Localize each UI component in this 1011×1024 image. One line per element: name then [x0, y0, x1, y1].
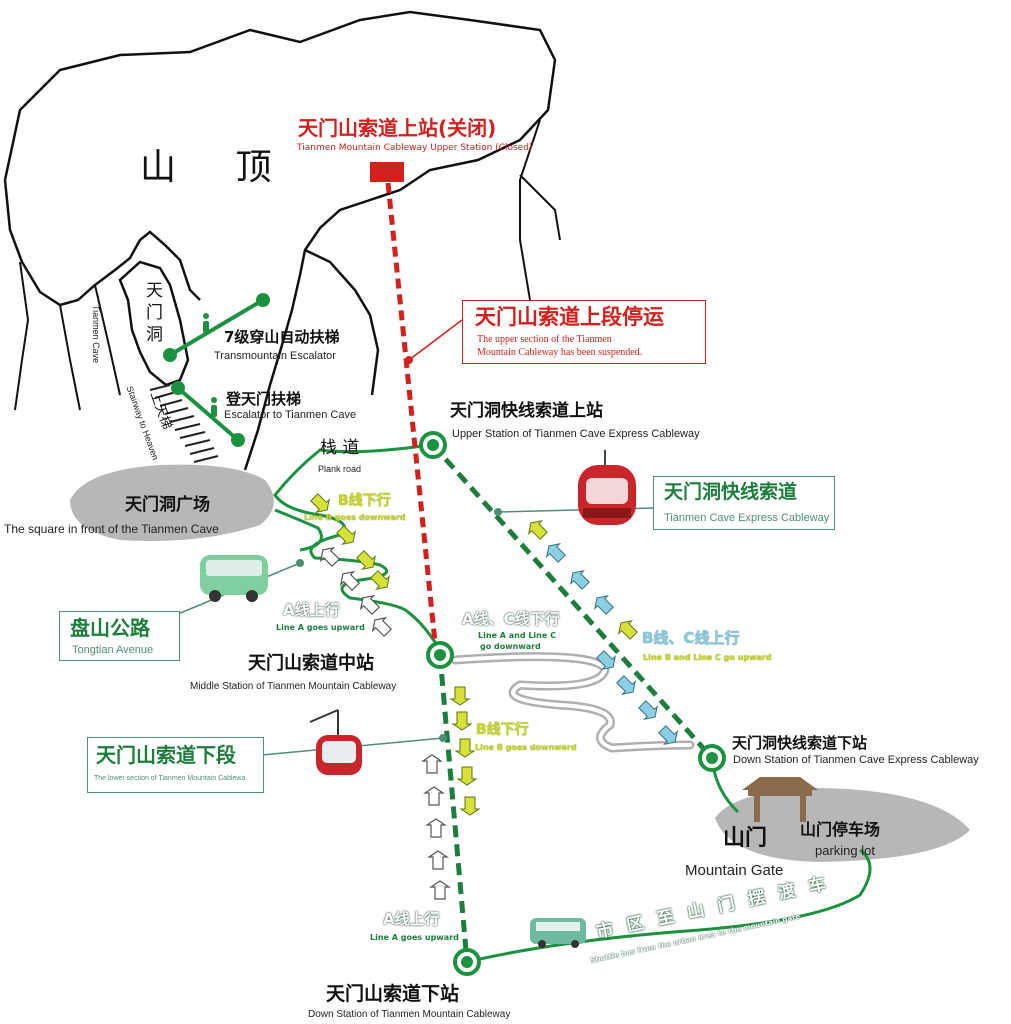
square-cn: 天门洞广场 — [125, 495, 210, 515]
down-station-cn: 天门山索道下站 — [326, 983, 460, 1005]
upper-station-en: Tianmen Mountain Cableway Upper Station … — [297, 143, 533, 153]
express-down-cn: 天门洞快线索道下站 — [732, 734, 868, 752]
line-b-down-bottom-cn: B线下行 — [476, 722, 529, 738]
line-ac-down-en1: Line A and Line C — [478, 631, 556, 640]
person-icon — [203, 313, 217, 417]
line-a-up-bottom-en: Line A goes upward — [370, 933, 459, 942]
middle-station-cn: 天门山索道中站 — [248, 653, 374, 674]
escalator-lines — [168, 298, 265, 442]
plank-road-en: Plank road — [318, 464, 362, 474]
lower-section-cn: 天门山索道下段 — [96, 743, 236, 767]
line-a-up-bottom-cn: A线上行 — [383, 910, 440, 928]
tianmen-cave-cn: 天门洞 — [146, 281, 163, 345]
arrows-blue — [545, 542, 679, 746]
cliff-outline-left — [14, 261, 121, 411]
line-a-up-top-cn: A线上行 — [283, 601, 340, 619]
arrows-yellow — [310, 493, 638, 816]
cable-car-icon — [309, 709, 362, 775]
suspended-en2: Mountain Cableway has been suspended. — [477, 347, 643, 358]
mountain-gate-cn: 山门 — [723, 826, 768, 851]
bus-icon — [200, 555, 268, 602]
shuttle-van-icon — [530, 918, 586, 948]
station-dots — [419, 431, 726, 976]
stairway-steps — [149, 384, 219, 463]
suspended-notice: 天门山索道上段停运 The upper section of the Tianm… — [462, 300, 706, 364]
cliff-outline-right — [519, 119, 561, 301]
gate-icon — [742, 777, 818, 822]
express-cableway-box: 天门洞快线索道 Tianmen Cave Express Cableway — [653, 476, 835, 530]
line-ac-down-en2: go downward — [480, 642, 541, 651]
line-a-up-top-en: Line A goes upward — [276, 623, 365, 632]
upper-station-cn: 天门山索道上站(关闭) — [298, 116, 497, 140]
tongtian-en: Tongtian Avenue — [72, 644, 154, 656]
mountain-gate-en: Mountain Gate — [685, 862, 784, 879]
leader-lines — [177, 507, 656, 756]
line-ac-down-cn: A线、C线下行 — [462, 610, 560, 628]
suspended-en1: The upper section of the Tianmen — [477, 334, 612, 345]
upper-station-marker — [370, 162, 404, 182]
transmountain-escalator-en: Transmountain Escalator — [214, 350, 336, 362]
express-cableway-en: Tianmen Cave Express Cableway — [664, 512, 830, 524]
parking-en: parking lot — [815, 843, 875, 858]
upper-cableway-suspended — [385, 182, 439, 653]
transmountain-escalator-cn: 7级穿山自动扶梯 — [224, 328, 340, 346]
suspended-cn: 天门山索道上段停运 — [475, 305, 664, 329]
line-b-down-top-cn: B线下行 — [338, 493, 391, 509]
express-upper-en: Upper Station of Tianmen Cave Express Ca… — [452, 428, 700, 440]
line-bc-up-cn: B线、C线上行 — [642, 629, 740, 647]
escalator-to-cave-cn: 登天门扶梯 — [226, 390, 302, 408]
tongtian-cn: 盘山公路 — [70, 616, 150, 640]
express-cableway-line — [431, 443, 714, 760]
lower-section-box: 天门山索道下段 The lower section of Tianmen Mou… — [87, 737, 264, 793]
down-station-en: Down Station of Tianmen Mountain Cablewa… — [308, 1009, 511, 1020]
gate-platform — [715, 788, 970, 862]
summit-label: 山 顶 — [140, 147, 296, 188]
parking-cn: 山门停车场 — [800, 820, 881, 839]
express-upper-cn: 天门洞快线索道上站 — [450, 401, 603, 421]
express-cableway-cn: 天门洞快线索道 — [664, 481, 798, 503]
line-b-down-top-en: Line B goes downward — [304, 513, 406, 522]
square-platform — [70, 464, 274, 541]
line-bc-up-en: Line B and Line C go upward — [643, 653, 772, 662]
arrows-white — [319, 546, 451, 900]
escalator-to-cave-en: Escalator to Tianmen Cave — [224, 409, 357, 421]
shuttle-road — [466, 848, 872, 964]
winding-road — [273, 443, 442, 651]
line-b-down-bottom-en: Line B goes downward — [475, 743, 577, 752]
tianmen-cave-en: Tianmen Cave — [91, 305, 101, 364]
tongtian-box: 盘山公路 Tongtian Avenue — [59, 611, 180, 661]
express-down-en: Down Station of Tianmen Cave Express Cab… — [733, 754, 979, 766]
lower-section-en: The lower section of Tianmen Mountain Ca… — [94, 775, 246, 782]
plank-road-cn: 栈 道 — [320, 438, 360, 458]
mountain-outline — [3, 10, 557, 471]
square-en: The square in front of the Tianmen Cave — [4, 522, 219, 536]
middle-station-en: Middle Station of Tianmen Mountain Cable… — [190, 681, 397, 692]
gondola-icon — [578, 450, 636, 525]
lower-cableway-line — [437, 654, 470, 963]
